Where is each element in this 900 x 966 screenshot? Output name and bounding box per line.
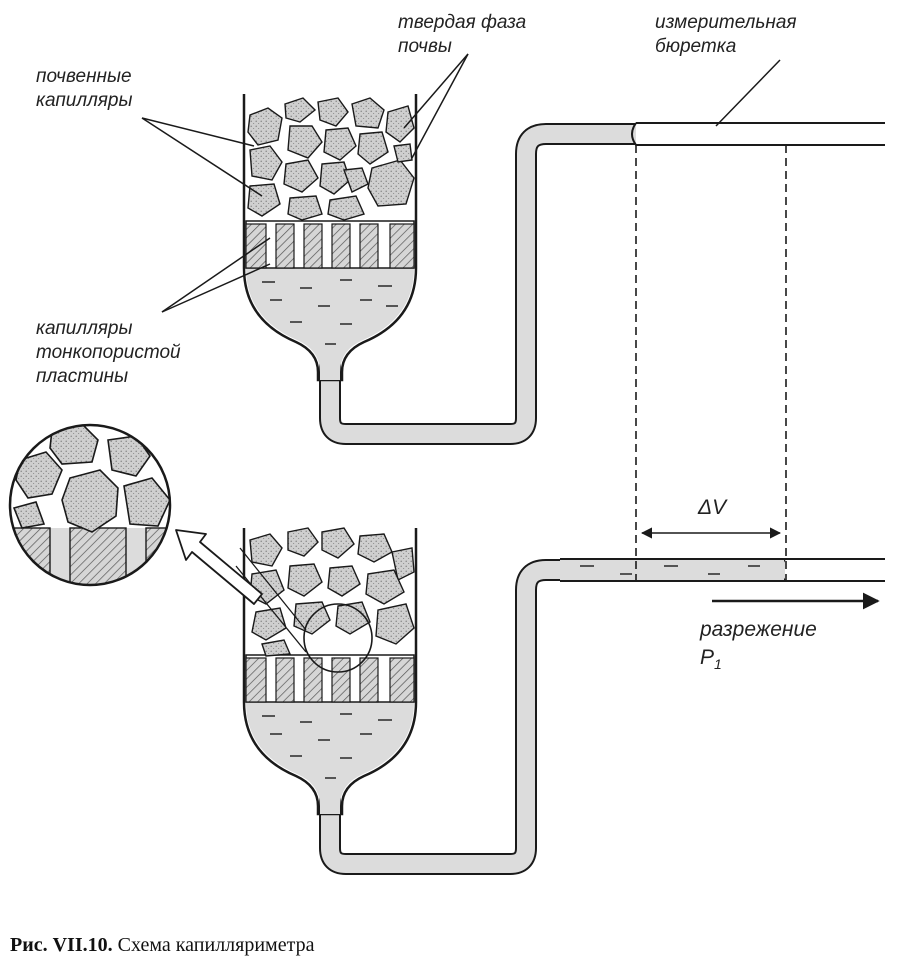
delta-v-guides — [635, 145, 787, 584]
label-pressure: P1 — [700, 646, 722, 672]
lower-tube-liquid — [321, 561, 785, 873]
label-burette-2: бюретка — [655, 36, 736, 57]
label-delta-v: ΔV — [697, 496, 728, 519]
upper-apparatus — [242, 94, 885, 445]
label-burette-1: измерительная — [655, 12, 797, 33]
label-plate-capillaries-2: тонкопористой — [36, 342, 181, 363]
caption-number: Рис. VII.10. — [10, 934, 113, 956]
lower-apparatus — [235, 527, 885, 875]
labels: почвенные капилляры твердая фаза почвы и… — [36, 12, 817, 672]
label-solid-phase-1: твердая фаза — [398, 12, 526, 33]
label-solid-phase-2: почвы — [398, 36, 452, 57]
label-soil-capillaries-1: почвенные — [36, 66, 132, 87]
label-plate-capillaries-3: пластины — [36, 366, 128, 387]
figure-caption: Рис. VII.10. Схема капилляриметра — [10, 934, 314, 957]
magnified-detail — [8, 423, 172, 587]
label-soil-capillaries-2: капилляры — [36, 90, 132, 111]
leader-lines — [141, 53, 781, 313]
caption-text: Схема капилляриметра — [117, 934, 315, 956]
label-plate-capillaries-1: капилляры — [36, 318, 132, 339]
upper-tube-liquid — [321, 125, 636, 443]
magnify-arrow — [175, 529, 263, 605]
label-vacuum: разрежение — [699, 618, 817, 641]
